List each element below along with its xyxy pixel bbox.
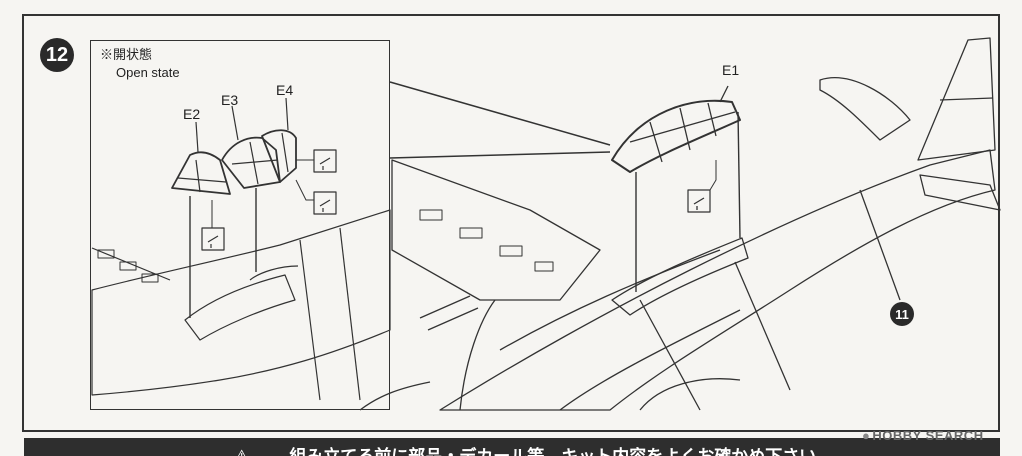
- canopy-frame: [707, 102, 717, 137]
- part-label-e4: E4: [276, 82, 294, 98]
- canopy-frame: [195, 159, 201, 193]
- stabilizer: [919, 174, 1001, 211]
- inset-note-en: Open state: [116, 65, 180, 80]
- canopy-frame: [679, 107, 691, 151]
- part-label-e1: E1: [722, 62, 740, 78]
- propeller-blade: [459, 299, 496, 411]
- leader-line: [285, 97, 289, 131]
- glue-icon-mark: [319, 157, 331, 170]
- far-wing: [819, 77, 911, 141]
- propeller-blade: [359, 381, 431, 411]
- part-label-e2: E2: [183, 106, 201, 122]
- inset-fuselage: [91, 209, 391, 396]
- warning-banner: ⚠ 組み立てる前に部品・デカール等、キット内容をよくお確かめ下さい。: [24, 438, 1000, 456]
- fit-arrow: [737, 111, 741, 239]
- inset-note-jp: ※開状態: [100, 47, 153, 62]
- leader-line: [295, 159, 314, 201]
- panel-line: [299, 239, 321, 401]
- panel-line: [339, 227, 361, 401]
- gun-barrel: [427, 307, 479, 331]
- watermark-text: HOBBY SEARCH: [872, 428, 984, 443]
- watermark-logo-icon: ●: [862, 428, 871, 443]
- canopy-frame: [281, 132, 289, 173]
- warning-banner-message: 組み立てる前に部品・デカール等、キット内容をよくお確かめ下さい。: [289, 447, 833, 456]
- tail-fin: [917, 37, 996, 161]
- panel-line: [859, 189, 901, 301]
- glue-icon: [687, 189, 711, 213]
- panel-line: [939, 97, 994, 101]
- open-state-inset: [90, 40, 390, 410]
- wing: [391, 159, 601, 301]
- glue-icon-mark: [693, 197, 705, 210]
- leader-line: [709, 160, 717, 191]
- canopy-frame: [231, 159, 279, 165]
- reference-step-badge: 11: [890, 302, 914, 326]
- panel-line: [734, 261, 791, 391]
- step-frame: [22, 14, 1000, 432]
- fuselage: [439, 149, 996, 411]
- panel-line: [559, 309, 741, 411]
- inset-cockpit: [184, 274, 296, 341]
- inset-wing-edge: [91, 247, 171, 281]
- canopy-frame: [649, 121, 663, 163]
- part-label-e3: E3: [221, 92, 239, 108]
- inset-note: ※開状態 Open state: [100, 46, 180, 82]
- glue-icon-mark: [207, 235, 219, 248]
- cockpit-opening: [611, 237, 749, 316]
- callout-line: [389, 81, 611, 146]
- warning-icon: ⚠: [234, 447, 249, 456]
- canopy-frame: [249, 141, 259, 185]
- glue-icon: [313, 191, 337, 215]
- glue-icon: [313, 149, 337, 173]
- canopy-frame: [629, 111, 736, 143]
- callout-line: [389, 151, 611, 159]
- panel-line: [499, 249, 721, 351]
- panel-line: [639, 299, 701, 411]
- canopy-frame: [177, 177, 227, 183]
- step-number-icon: 12: [40, 38, 74, 72]
- leader-line: [719, 85, 729, 103]
- glue-icon-mark: [319, 199, 331, 212]
- cowling-edge: [639, 378, 741, 411]
- watermark: ●HOBBY SEARCH: [862, 428, 984, 443]
- glue-icon: [201, 227, 225, 251]
- leader-line: [195, 121, 199, 153]
- canopy-e2: [171, 151, 231, 195]
- canopy-e3: [221, 136, 281, 189]
- canopy-e1: [611, 99, 741, 173]
- leader-line: [231, 105, 239, 141]
- canopy-e4: [261, 129, 297, 183]
- warning-banner-text: ⚠ 組み立てる前に部品・デカール等、キット内容をよくお確かめ下さい。: [234, 442, 833, 456]
- gun-barrel: [419, 295, 471, 319]
- inset-deck: [249, 265, 299, 281]
